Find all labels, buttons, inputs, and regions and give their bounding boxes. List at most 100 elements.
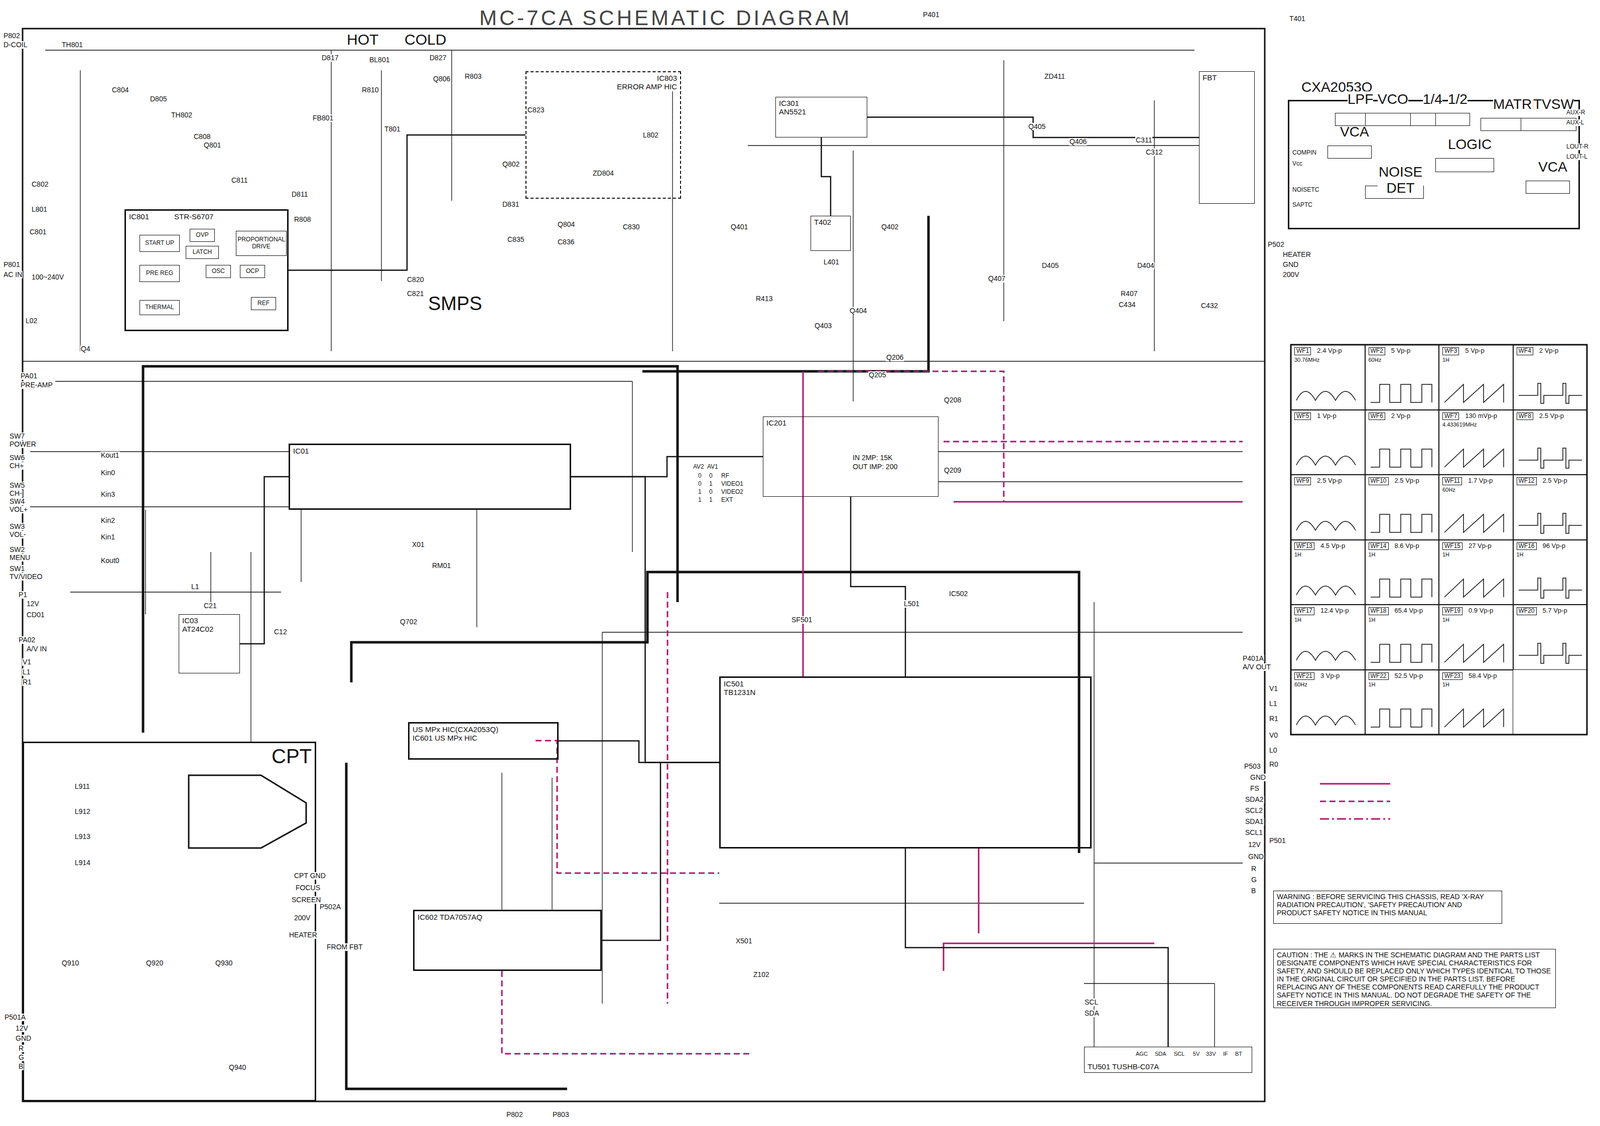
part-label: SCL (1173, 1050, 1185, 1057)
node-text: 2.5 Vp-p (1539, 412, 1564, 421)
node-text: 5.7 Vp-p (1542, 607, 1568, 615)
waveform-trace (1443, 380, 1509, 407)
part-label: SW5 (9, 481, 26, 490)
part-label: V1 (22, 658, 32, 666)
part-label: FB801 (312, 114, 334, 122)
part-label: HEATER (288, 931, 318, 940)
ic-block: IC01 (288, 443, 572, 510)
part-label: B (1250, 887, 1257, 895)
part-label: IF (1222, 1050, 1229, 1057)
node-text: STR-S6707 (174, 212, 214, 221)
node-text: WF23 (1442, 672, 1463, 681)
waveform-trace (1295, 510, 1361, 537)
waveform-cell: WF51 Vp-p (1290, 410, 1366, 476)
part-label: VOL- (9, 530, 27, 539)
node-text: VCA (1340, 123, 1370, 141)
node-text: WF9 (1294, 477, 1311, 486)
ic-block: IC301AN5521 (775, 96, 868, 138)
node-text: IC301 (778, 98, 799, 108)
part-label: P502 (1267, 240, 1285, 249)
part-label: SCREEN (291, 896, 322, 904)
signal-wire (288, 135, 526, 271)
waveform-trace (1517, 510, 1583, 537)
node-text: 30.76MHz (1294, 356, 1362, 364)
part-label: L1 (22, 668, 32, 677)
part-label: Q930 (214, 959, 233, 968)
node-text: CPT (271, 744, 312, 768)
ic-block: IC501TB1231N (719, 676, 1092, 849)
node-text: 2.5 Vp-p (1542, 477, 1568, 485)
part-label: L501 (903, 600, 920, 608)
node-text: AN5521 (778, 107, 807, 116)
part-label: POWER (9, 440, 37, 449)
part-label: C836 (557, 238, 575, 246)
waveform-cell: WF1712.4 Vp-p1H (1290, 604, 1366, 671)
part-label: T801 (383, 125, 402, 133)
part-label: Q910 (61, 959, 80, 968)
part-label: D-COIL (3, 41, 28, 49)
part-label: IC502 (948, 590, 969, 598)
part-label: Z102 (752, 971, 770, 979)
node-text: 96 Vp-p (1542, 542, 1566, 551)
waveform-cell: WF2252.5 Vp-p1H (1365, 670, 1440, 736)
part-label: V0 (1268, 731, 1279, 740)
part-label: HOT (346, 31, 379, 48)
part-label: 0 (708, 488, 714, 496)
part-label: Q4 (80, 345, 91, 353)
waveform-cell: WF134.5 Vp-p1H (1290, 540, 1366, 606)
part-label: L914 (74, 859, 91, 867)
node-text: WF4 (1516, 347, 1534, 356)
warning-note: WARNING : BEFORE SERVICING THIS CHASSIS,… (1273, 890, 1503, 924)
part-label: Q802 (501, 160, 520, 169)
waveform-cell: WF7130 mVp-p4.433619MHz (1438, 410, 1514, 476)
part-label: P501A (4, 1013, 27, 1022)
part-label: C835 (506, 235, 525, 244)
part-label: P803 (552, 1111, 570, 1119)
node-text: FBT (1202, 73, 1217, 82)
waveform-trace (1295, 640, 1361, 667)
part-label: SW7 (9, 432, 26, 441)
signal-wire (905, 848, 1169, 1047)
waveform-trace (1295, 380, 1361, 407)
part-label: Vcc (1291, 160, 1303, 168)
part-label: L912 (74, 808, 91, 816)
part-label: T401 (1288, 15, 1306, 23)
part-label: BT (1234, 1050, 1243, 1057)
node-text: T402 (814, 217, 832, 227)
part-label: C820 (406, 276, 425, 284)
transformer-block: T402 (810, 215, 851, 251)
function-block: LATCH (185, 245, 219, 259)
node-text: 2 Vp-p (1539, 347, 1559, 355)
node-text: WF10 (1368, 477, 1389, 486)
part-label: D811 (291, 190, 309, 199)
function-block: OCP (239, 264, 265, 279)
node-text: 1H (1294, 551, 1362, 559)
part-label: Q940 (228, 1063, 247, 1072)
node-text: WARNING : BEFORE SERVICING THIS CHASSIS,… (1276, 892, 1499, 917)
node-text: WF18 (1368, 607, 1389, 616)
signal-wire (821, 137, 832, 216)
part-label: SF501 (790, 616, 813, 624)
part-label: C311 (1135, 136, 1153, 145)
part-label: SDA (1084, 1009, 1100, 1018)
part-label: FS (1249, 784, 1260, 793)
circuit-region: CPT (22, 741, 317, 1102)
waveform-cell: WF1527 Vp-p1H (1438, 540, 1514, 606)
node-text: WF7 (1442, 412, 1459, 421)
part-label: D404 (1136, 261, 1155, 270)
part-label: FROM FBT (326, 943, 364, 952)
part-label: Kin3 (100, 490, 116, 499)
part-label: HEATER (1282, 250, 1312, 259)
part-label: CD01 (26, 611, 46, 619)
part-label: OUT IMP: 200 (852, 463, 898, 471)
part-label: MENU (9, 554, 31, 562)
node-text: VCA (1538, 159, 1568, 176)
node-text: 1H (1442, 551, 1510, 559)
part-label: ZD804 (592, 169, 615, 178)
part-label: SW6 (9, 454, 26, 462)
part-label: L911 (74, 782, 91, 791)
hic-module: US MPx HIC(CXA2053Q)IC601 US MPx HIC (408, 722, 559, 760)
node-text: PRE REG (146, 270, 174, 278)
node-text: 1/4 (1422, 91, 1443, 108)
part-label: PA02 (18, 636, 36, 644)
